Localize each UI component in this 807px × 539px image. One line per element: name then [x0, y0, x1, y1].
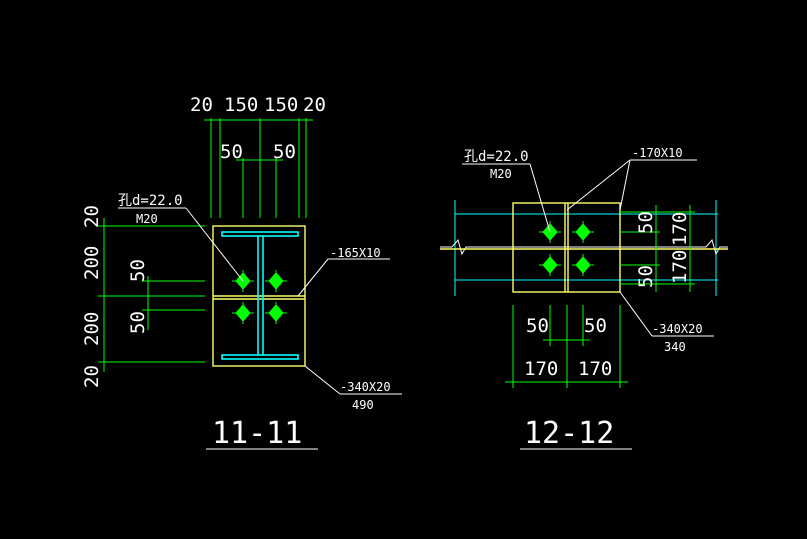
bolt-icon — [539, 254, 561, 276]
s12-leaders — [462, 159, 714, 337]
s11-dim-left-inner-2: 50 — [127, 311, 149, 334]
s11-dim-top-4: 20 — [303, 94, 326, 116]
s12-title: 12-12 — [524, 416, 614, 451]
s12-dim-bottom-inner-2: 50 — [584, 315, 607, 337]
s11-dim-left-4: 20 — [81, 365, 103, 388]
s11-bolt-note: M20 — [136, 212, 158, 226]
s12-dim-bottom-1: 170 — [524, 358, 558, 380]
s11-hole-note: 孔d=22.0 — [118, 193, 183, 209]
s12-web-line — [440, 238, 728, 256]
s12-dim-right-1: 50 — [635, 211, 657, 234]
s11-dim-left-3: 200 — [81, 312, 103, 346]
s11-dim-inner-2: 50 — [273, 141, 296, 163]
s11-dim-left-2: 200 — [81, 246, 103, 280]
s12-right-dimension-lines — [620, 205, 695, 292]
bolt-icon — [265, 270, 287, 292]
bolt-icon — [232, 302, 254, 324]
bolt-icon — [572, 254, 594, 276]
s11-end-plate-note: -340X20 — [340, 380, 391, 394]
s11-dim-top-2: 150 — [224, 94, 258, 116]
s12-hole-note: 孔d=22.0 — [464, 149, 529, 165]
s11-dim-top-3: 150 — [264, 94, 298, 116]
s11-plate-note: -165X10 — [330, 246, 381, 260]
s11-leaders — [118, 207, 402, 395]
s11-dim-top-1: 20 — [190, 94, 213, 116]
s12-dim-bottom-inner-1: 50 — [526, 315, 549, 337]
s11-dim-inner-1: 50 — [220, 141, 243, 163]
s12-plate-note: -170X10 — [632, 146, 683, 160]
section-11-11: 20 150 150 20 50 50 20 200 200 20 50 50 … — [81, 94, 402, 451]
s12-dim-right-2: 170 — [669, 212, 691, 246]
s12-bottom-dimension-lines — [505, 305, 628, 388]
s11-top-dimension-lines — [204, 118, 313, 218]
s12-beam — [454, 200, 718, 296]
s12-dim-right-3: 170 — [669, 250, 691, 284]
bolt-icon — [572, 221, 594, 243]
s11-plates — [212, 225, 306, 367]
s12-plates — [512, 202, 621, 293]
s12-end-plate-length: 340 — [664, 340, 686, 354]
s11-end-plate-length: 490 — [352, 398, 374, 412]
s11-beam — [221, 231, 299, 360]
s11-left-dimension-lines — [98, 218, 205, 372]
s12-end-plate-note: -340X20 — [652, 322, 703, 336]
s12-dim-bottom-2: 170 — [578, 358, 612, 380]
s11-title: 11-11 — [212, 416, 302, 451]
s12-dim-right-4: 50 — [635, 265, 657, 288]
section-12-12: 50 170 170 50 50 50 170 170 孔d=22.0 M20 … — [440, 146, 728, 451]
s11-dim-left-inner-1: 50 — [127, 259, 149, 282]
bolt-icon — [265, 302, 287, 324]
s11-dim-left-1: 20 — [81, 205, 103, 228]
s12-bolt-note: M20 — [490, 167, 512, 181]
